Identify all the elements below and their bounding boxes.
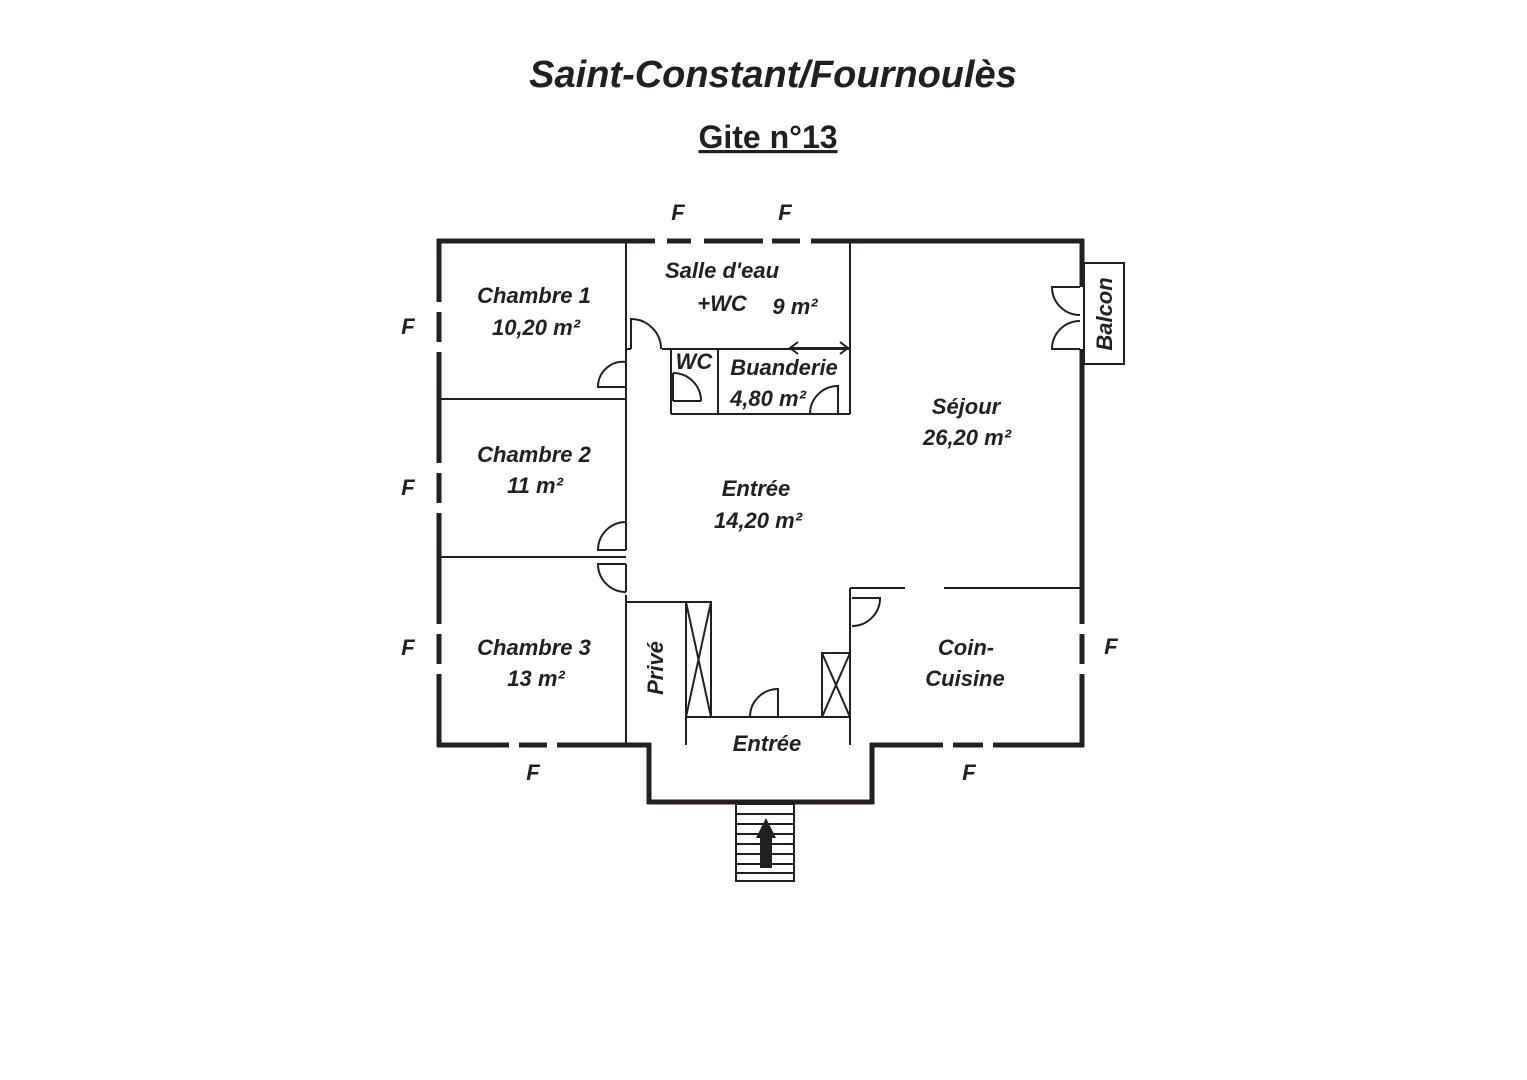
window-label: F — [401, 475, 415, 500]
window-label: F — [1104, 634, 1118, 659]
room-salle-deau-name: Salle d'eau — [665, 258, 780, 283]
room-chambre2-name: Chambre 2 — [477, 442, 591, 467]
room-prive-name: Privé — [643, 641, 668, 695]
window-label: F — [962, 760, 976, 785]
window-labels: F F F F F F F F — [401, 200, 1118, 785]
entrance-stairs — [735, 803, 795, 882]
arrow-up-icon — [760, 834, 772, 868]
room-coin-cuisine-name2: Cuisine — [925, 666, 1004, 691]
room-sejour-name: Séjour — [932, 394, 1002, 419]
window-label: F — [671, 200, 685, 225]
room-chambre3-area: 13 m² — [507, 666, 565, 691]
room-buanderie-name: Buanderie — [730, 355, 838, 380]
room-entree-area: 14,20 m² — [714, 508, 803, 533]
outer-walls — [436, 238, 1085, 805]
window-label: F — [778, 200, 792, 225]
doors — [596, 286, 1081, 718]
room-chambre1-area: 10,20 m² — [492, 315, 581, 340]
room-salle-deau-name2: +WC — [697, 291, 748, 316]
room-chambre2-area: 11 m² — [507, 473, 564, 498]
plan-subtitle: Gite n°13 — [698, 119, 837, 155]
window-label: F — [401, 314, 415, 339]
plan-title: Saint-Constant/Fournoulès — [529, 54, 1017, 96]
buanderie-dimension-arrow — [788, 341, 850, 355]
room-entree-porch-name: Entrée — [733, 731, 801, 756]
wardrobe-left — [685, 601, 712, 718]
wardrobe-right — [821, 652, 851, 718]
room-sejour-area: 26,20 m² — [922, 425, 1012, 450]
room-coin-cuisine-name: Coin- — [938, 635, 994, 660]
room-buanderie-area: 4,80 m² — [729, 386, 806, 411]
room-entree-name: Entrée — [722, 476, 790, 501]
room-chambre3-name: Chambre 3 — [477, 635, 591, 660]
room-balcon-name: Balcon — [1092, 277, 1117, 350]
room-salle-deau-area: 9 m² — [772, 294, 818, 319]
room-chambre1-name: Chambre 1 — [477, 283, 591, 308]
window-label: F — [526, 760, 540, 785]
room-wc-name: WC — [676, 349, 714, 374]
window-label: F — [401, 635, 415, 660]
